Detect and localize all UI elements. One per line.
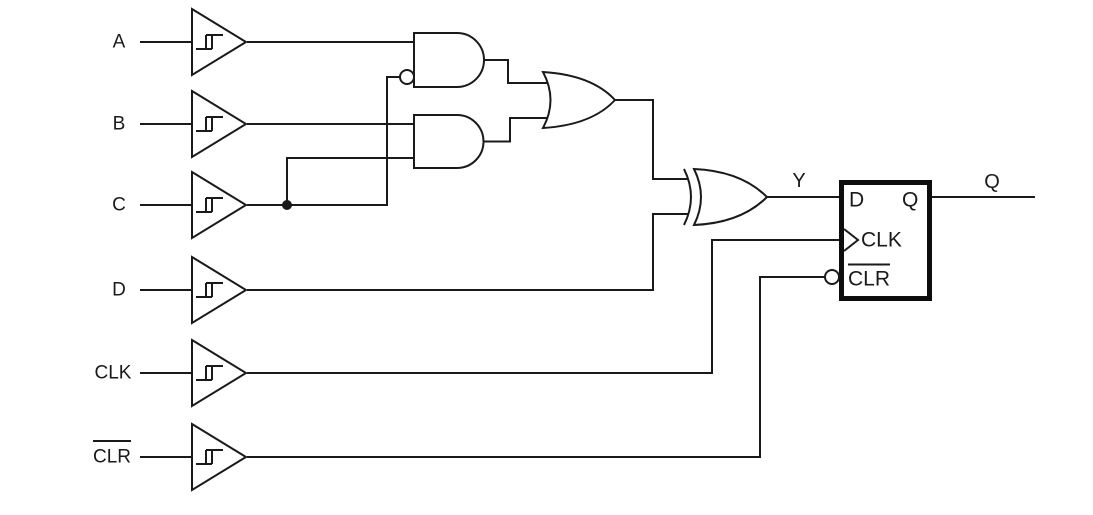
ff-clock-edge-triangle-icon	[843, 228, 860, 252]
wire-c-to-and1-bubble	[247, 76, 400, 206]
schmitt-buffer-b	[191, 89, 248, 159]
input-label-c: C	[112, 195, 126, 216]
input-row-clk: CLK	[95, 338, 248, 408]
wire-clk-to-ff	[247, 239, 839, 374]
xor-gate-body	[692, 167, 769, 227]
schmitt-buffer-clr	[191, 422, 248, 492]
junction-dot	[282, 200, 292, 210]
d-flipflop: D Q CLK CLR	[824, 180, 932, 301]
ff-clk-label: CLK	[861, 229, 902, 252]
wire-clr-to-ff-bubble	[247, 276, 825, 458]
schmitt-hysteresis-icon	[196, 116, 223, 132]
input-label-clr: CLR	[93, 447, 131, 468]
ff-clr-inversion-bubble	[824, 269, 840, 285]
input-row-b: B	[113, 89, 248, 159]
input-label-a: A	[113, 32, 126, 53]
input-row-clr: CLR	[93, 422, 248, 492]
schmitt-buffer-d	[191, 255, 248, 325]
and1-inverted-input-bubble	[399, 69, 415, 85]
schmitt-hysteresis-icon	[196, 282, 223, 298]
schmitt-hysteresis-icon	[196, 449, 223, 465]
wire-and1-to-or	[484, 59, 552, 84]
wire-or-to-xor	[615, 99, 688, 180]
input-row-a: A	[113, 7, 248, 77]
ff-clr-label: CLR	[848, 268, 890, 291]
ff-q-label: Q	[902, 189, 918, 212]
input-label-d: D	[112, 280, 126, 301]
wire-c-branch-to-and2	[286, 157, 414, 205]
or-gate	[541, 70, 617, 130]
and-gate-1	[413, 32, 485, 88]
wire-d-to-xor	[247, 213, 688, 291]
input-label-b: B	[113, 114, 126, 135]
schmitt-hysteresis-icon	[196, 34, 223, 50]
schmitt-buffer-c	[191, 170, 248, 240]
input-row-d: D	[112, 255, 248, 325]
input-row-c: C	[112, 170, 248, 240]
xor-gate-input-arc	[683, 168, 692, 226]
input-label-clk: CLK	[95, 363, 132, 384]
net-label-q: Q	[984, 171, 1000, 193]
ff-d-label: D	[849, 189, 864, 212]
and-gate-2	[413, 114, 485, 169]
schmitt-hysteresis-icon	[196, 365, 223, 381]
schmitt-buffer-clk	[191, 338, 248, 408]
schmitt-buffer-a	[191, 7, 248, 77]
wire-and2-to-or	[483, 117, 552, 143]
schmitt-hysteresis-icon	[196, 197, 223, 213]
net-label-y: Y	[792, 170, 805, 192]
